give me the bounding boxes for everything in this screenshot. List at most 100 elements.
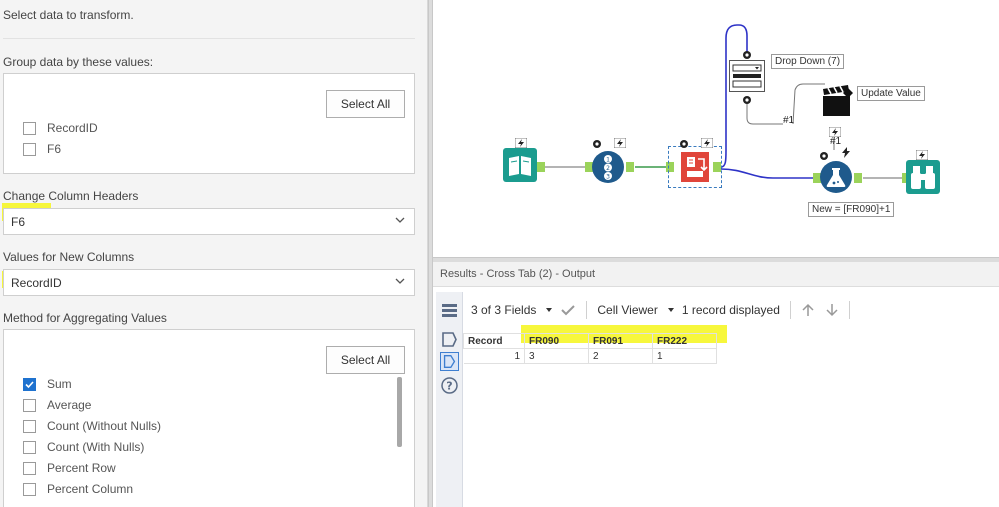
vertical-splitter[interactable]: [428, 0, 433, 507]
record-number-cell: 1: [463, 348, 525, 364]
table-cell[interactable]: 1: [652, 348, 717, 364]
checkbox[interactable]: [23, 121, 36, 135]
group-by-heading: Group data by these values:: [3, 55, 154, 69]
column-header-record[interactable]: Record: [463, 333, 525, 349]
chevron-down-icon: [395, 278, 405, 284]
horizontal-splitter[interactable]: [433, 257, 999, 262]
values-dropdown[interactable]: RecordID: [3, 269, 415, 296]
method-item-average[interactable]: Average: [23, 398, 91, 412]
toolbar-divider: [789, 301, 791, 319]
cell-viewer-selector[interactable]: Cell Viewer: [597, 303, 675, 317]
method-item-label: Count (With Nulls): [47, 440, 145, 454]
arrow-up-icon[interactable]: [801, 303, 815, 317]
gear-icon: [820, 152, 828, 160]
input-data-tool[interactable]: [503, 148, 537, 185]
lightning-icon: [614, 138, 626, 148]
output-anchor[interactable]: [854, 173, 862, 183]
output-anchor[interactable]: [713, 162, 721, 172]
group-item-recordid[interactable]: RecordID: [23, 121, 98, 135]
table-cell[interactable]: 3: [524, 348, 589, 364]
group-item-label: RecordID: [47, 121, 98, 135]
browse-tool[interactable]: [906, 160, 940, 197]
method-item-percent-row[interactable]: Percent Row: [23, 461, 116, 475]
cross-tab-tool[interactable]: [678, 150, 712, 187]
input-anchor[interactable]: [666, 162, 674, 172]
clapperboard-icon: [823, 85, 853, 116]
intro-text: Select data to transform.: [3, 8, 134, 22]
caret-down-icon: [667, 308, 674, 312]
method-heading: Method for Aggregating Values: [3, 311, 167, 325]
output-anchor[interactable]: [537, 162, 545, 172]
numbered-list-icon: 1 2 3: [592, 151, 624, 183]
metadata-icon[interactable]: [440, 330, 459, 349]
fields-label: 3 of 3 Fields: [471, 303, 537, 317]
arrow-down-icon[interactable]: [825, 303, 839, 317]
scrollbar-thumb[interactable]: [397, 377, 402, 447]
group-select-all-button[interactable]: Select All: [326, 90, 405, 118]
checkbox[interactable]: [23, 461, 36, 475]
gear-icon: [680, 140, 688, 148]
method-item-label: Sum: [47, 377, 72, 391]
toolbar-divider: [848, 301, 850, 319]
method-item-percent-column[interactable]: Percent Column: [23, 482, 133, 496]
checkbox[interactable]: [23, 482, 36, 496]
connection-label: #1: [830, 136, 842, 147]
lightning-icon: [829, 127, 841, 137]
checkbox[interactable]: [23, 440, 36, 454]
toolbar-divider: [586, 301, 588, 319]
lightning-icon: [916, 150, 928, 160]
input-anchor[interactable]: [585, 162, 593, 172]
svg-text:?: ?: [446, 380, 452, 393]
formula-tool[interactable]: [819, 160, 853, 197]
drop-down-annotation: Drop Down (7): [771, 54, 845, 69]
checkbox-checked[interactable]: [23, 377, 36, 391]
column-header-fr222[interactable]: FR222: [652, 333, 717, 349]
table-icon[interactable]: [440, 302, 459, 321]
change-headers-heading: Change Column Headers: [3, 189, 139, 203]
divider: [3, 38, 415, 39]
checkbox[interactable]: [23, 419, 36, 433]
cell-viewer-label: Cell Viewer: [597, 303, 658, 317]
fields-selector[interactable]: 3 of 3 Fields: [471, 303, 554, 317]
drop-down-tool[interactable]: [729, 60, 765, 95]
group-item-label: F6: [47, 142, 62, 156]
input-anchor[interactable]: [813, 173, 821, 183]
change-headers-dropdown[interactable]: F6: [3, 208, 415, 235]
results-table: Record FR090 FR091 FR222 1 3 2 1: [463, 333, 717, 364]
gear-icon: [593, 140, 601, 148]
results-toolbar: 3 of 3 Fields Cell Viewer 1 record displ…: [471, 299, 860, 321]
cell-tag-icon[interactable]: [440, 352, 459, 371]
checkmark-icon[interactable]: [560, 303, 576, 317]
caret-down-icon: [546, 308, 553, 312]
help-icon[interactable]: ?: [440, 376, 459, 395]
action-tool[interactable]: [820, 84, 854, 121]
group-item-f6[interactable]: F6: [23, 142, 61, 156]
table-header-row: Record FR090 FR091 FR222: [463, 333, 717, 349]
binoculars-icon: [906, 160, 940, 194]
svg-text:3: 3: [606, 174, 610, 181]
method-item-count-without-nulls[interactable]: Count (Without Nulls): [23, 419, 161, 433]
flask-icon: [820, 161, 852, 193]
checkmark-icon: [25, 380, 34, 388]
method-item-sum[interactable]: Sum: [23, 377, 72, 391]
checkbox[interactable]: [23, 398, 36, 412]
record-id-tool[interactable]: 1 2 3: [591, 150, 625, 187]
method-item-label: Percent Column: [47, 482, 134, 496]
checkbox[interactable]: [23, 142, 36, 156]
results-title: Results - Cross Tab (2) - Output: [433, 262, 999, 287]
column-header-fr091[interactable]: FR091: [588, 333, 653, 349]
results-sidebar: ?: [436, 292, 463, 507]
table-cell[interactable]: 2: [588, 348, 653, 364]
update-value-annotation: Update Value: [857, 86, 925, 101]
records-count: 1 record displayed: [681, 303, 780, 317]
method-select-all-button[interactable]: Select All: [326, 346, 405, 374]
drop-down-icon: [729, 60, 765, 92]
group-by-box: Select All RecordID F6: [3, 73, 415, 174]
workflow-canvas[interactable]: 1 2 3: [433, 0, 999, 257]
column-header-fr090[interactable]: FR090: [524, 333, 589, 349]
configuration-panel: Select data to transform. Group data by …: [0, 0, 428, 507]
method-item-count-with-nulls[interactable]: Count (With Nulls): [23, 440, 144, 454]
connection-label: #1: [783, 115, 795, 126]
selection-frame: [668, 146, 722, 188]
output-anchor[interactable]: [626, 162, 634, 172]
